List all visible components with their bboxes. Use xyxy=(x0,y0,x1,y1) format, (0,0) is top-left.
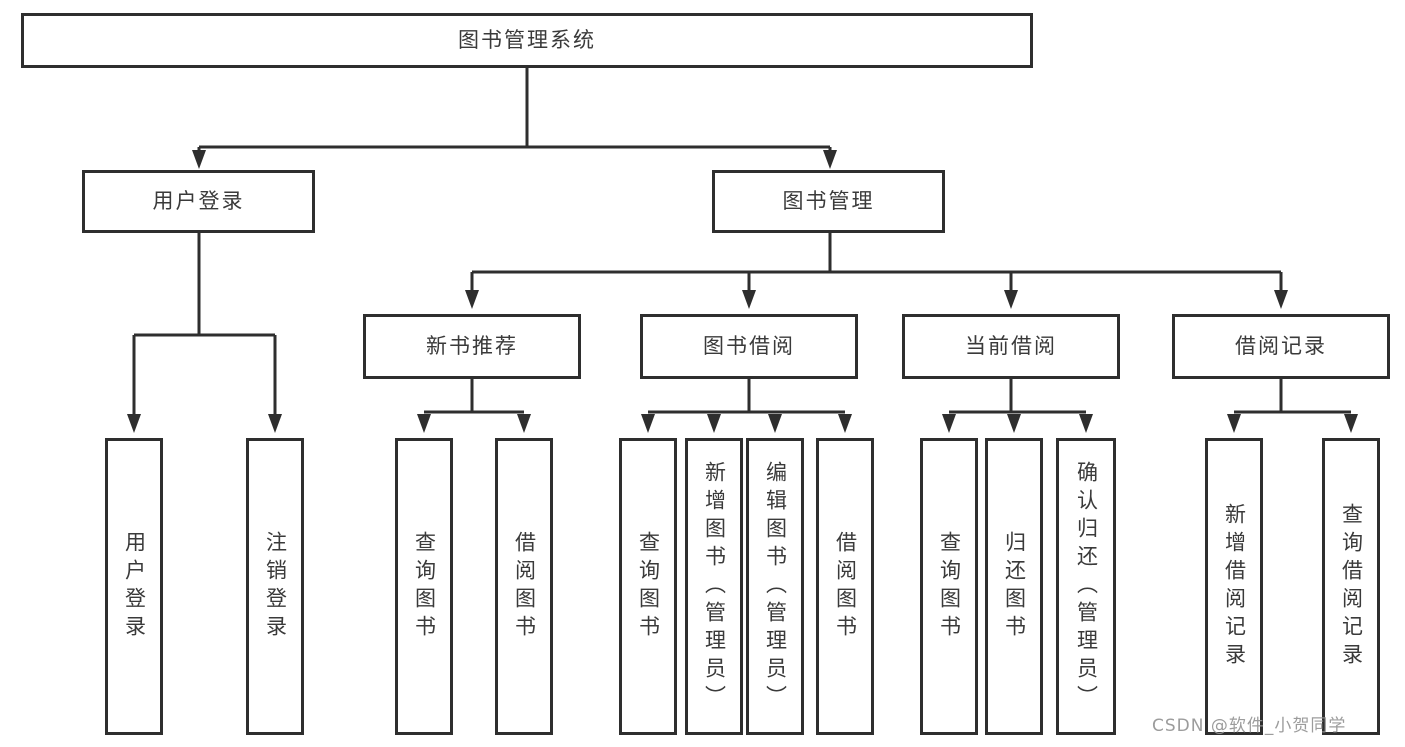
node-current-borrowing: 当前借阅 xyxy=(902,314,1120,379)
leaf-query-borrow-record: 查询借阅记录 xyxy=(1322,438,1380,735)
arrowheads-level3 xyxy=(465,290,1288,309)
leaf-confirm-return-admin-label: 确认归还（管理员） xyxy=(1074,460,1099,713)
leaf-return-books-label: 归还图书 xyxy=(1002,530,1027,643)
leaf-return-books: 归还图书 xyxy=(985,438,1043,735)
leaf-borrow-books-recommend: 借阅图书 xyxy=(495,438,553,735)
leaf-add-borrow-record: 新增借阅记录 xyxy=(1205,438,1263,735)
leaf-query-books-borrowing-label: 查询图书 xyxy=(636,530,661,643)
leaf-query-books-recommend-label: 查询图书 xyxy=(412,530,437,643)
leaf-confirm-return-admin: 确认归还（管理员） xyxy=(1056,438,1116,735)
node-new-book-recommend: 新书推荐 xyxy=(363,314,581,379)
arrowheads-login-leaves xyxy=(127,414,282,433)
leaf-user-login-label: 用户登录 xyxy=(122,530,147,643)
leaf-user-login: 用户登录 xyxy=(105,438,163,735)
leaf-add-borrow-record-label: 新增借阅记录 xyxy=(1222,502,1247,671)
leaf-query-borrow-record-label: 查询借阅记录 xyxy=(1339,502,1364,671)
connector-level3-to-leaves xyxy=(424,379,1351,414)
arrowheads-bottom-leaves xyxy=(417,414,1358,433)
leaf-query-books-recommend: 查询图书 xyxy=(395,438,453,735)
leaf-add-books-admin: 新增图书（管理员） xyxy=(685,438,743,735)
node-book-management: 图书管理 xyxy=(712,170,945,233)
leaf-edit-books-admin: 编辑图书（管理员） xyxy=(746,438,804,735)
connector-root-to-level2 xyxy=(197,68,832,151)
leaf-borrow-books-borrowing: 借阅图书 xyxy=(816,438,874,735)
leaf-logout-label: 注销登录 xyxy=(263,530,288,643)
leaf-logout: 注销登录 xyxy=(246,438,304,735)
leaf-borrow-books-borrowing-label: 借阅图书 xyxy=(833,530,858,643)
node-user-login: 用户登录 xyxy=(82,170,315,233)
leaf-borrow-books-recommend-label: 借阅图书 xyxy=(512,530,537,643)
leaf-query-books-borrowing: 查询图书 xyxy=(619,438,677,735)
node-borrowing-records: 借阅记录 xyxy=(1172,314,1390,379)
leaf-query-books-current-label: 查询图书 xyxy=(937,530,962,643)
connector-user-login-to-leaves xyxy=(132,233,277,416)
arrowheads-level2 xyxy=(192,150,837,169)
csdn-watermark: CSDN @软件_小贺同学 xyxy=(1152,716,1347,736)
leaf-add-books-admin-label: 新增图书（管理员） xyxy=(702,460,727,713)
node-book-borrowing: 图书借阅 xyxy=(640,314,858,379)
leaf-edit-books-admin-label: 编辑图书（管理员） xyxy=(763,460,788,713)
node-root: 图书管理系统 xyxy=(21,13,1033,68)
connector-book-mgmt-to-level3 xyxy=(470,233,1283,292)
leaf-query-books-current: 查询图书 xyxy=(920,438,978,735)
